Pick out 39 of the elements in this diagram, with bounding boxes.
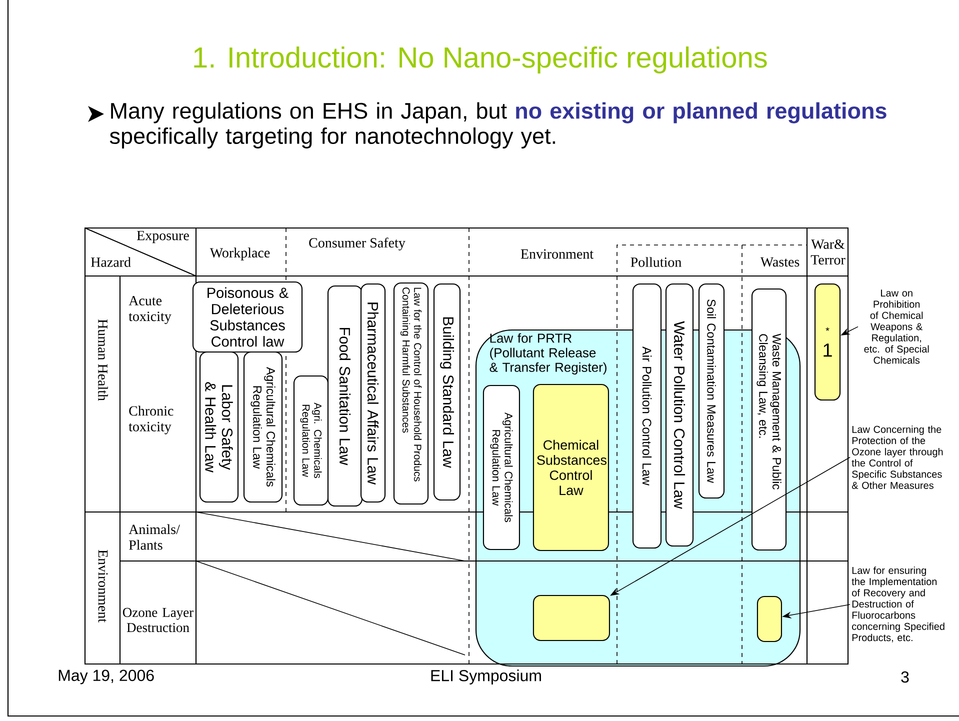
law-box: Building Standard Law (433, 283, 461, 501)
law-box: Water Pollution Control Law (665, 283, 694, 547)
law-box: Food Sanitation Law (327, 285, 363, 507)
row-header: Animals/ Plants (128, 524, 180, 550)
column-header: Environment (520, 249, 594, 259)
bullet-text: Many regulations on EHS in Japan, but no existing or planned regulations specifically targeting for nanotechnology yet. (110, 102, 886, 148)
column-header: Exposure (136, 230, 189, 244)
row-header: Acute toxicity (128, 296, 172, 324)
column-header: Workplace (210, 248, 270, 260)
row-header: Environment (98, 550, 108, 622)
law-box (532, 594, 610, 641)
column-header: Pollution (630, 257, 682, 267)
slide-title: 1. Introduction: No Nano-specific regulations (194, 46, 767, 74)
law-box: * 1 (814, 283, 841, 401)
footer-text: ELI Symposium (431, 670, 541, 684)
leader-text: Law for ensuring the Implementation of Recovery and Destruction of Fluorocarbons concerning Specified Products, etc. (852, 566, 944, 642)
law-box: Chemical Substances Control Law (532, 384, 610, 551)
row-header: Chronic toxicity (128, 406, 174, 434)
row-header: Ozone Layer Destruction (122, 608, 194, 632)
page-number: 3 (901, 671, 909, 683)
row-header: Hazard (91, 257, 131, 267)
law-box: Agri. Chemicals Regulation Law (293, 375, 329, 506)
law-box: Labor Safety & Health Law (199, 351, 239, 503)
column-header: Consumer Safety (309, 238, 406, 250)
law-box: Air Pollution Control Law (632, 283, 662, 549)
law-box: Waste Management & Public Cleansing Law, etc. (751, 288, 787, 551)
column-header: Wastes (760, 257, 800, 267)
leader-text: Law on Prohibition of Chemical Weapons & Regulation, etc. of Special Chemicals (864, 290, 929, 364)
law-box: Soil Contamination Measures Law (698, 283, 725, 499)
column-header: War& Terror (810, 239, 846, 265)
law-box: Law for the Control of Household Producs Containing Harmful Substances (393, 282, 429, 505)
leader-text: Law Concerning the Protection of the Ozone layer through the Control of Specific Substances & Other Measures (852, 426, 943, 489)
footer-date: May 19, 2006 (58, 670, 154, 684)
law-box: Agricultural Chemicals Regulation Law (482, 384, 520, 550)
law-box: Pharmaceutical Affairs Law (360, 283, 386, 503)
law-box: Agricultural Chemicals Regulation Law (243, 351, 283, 503)
law-box (756, 596, 782, 642)
row-header: Human Health (98, 319, 108, 401)
law-box: Poisonous & Deleterious Substances Control law (192, 281, 303, 353)
